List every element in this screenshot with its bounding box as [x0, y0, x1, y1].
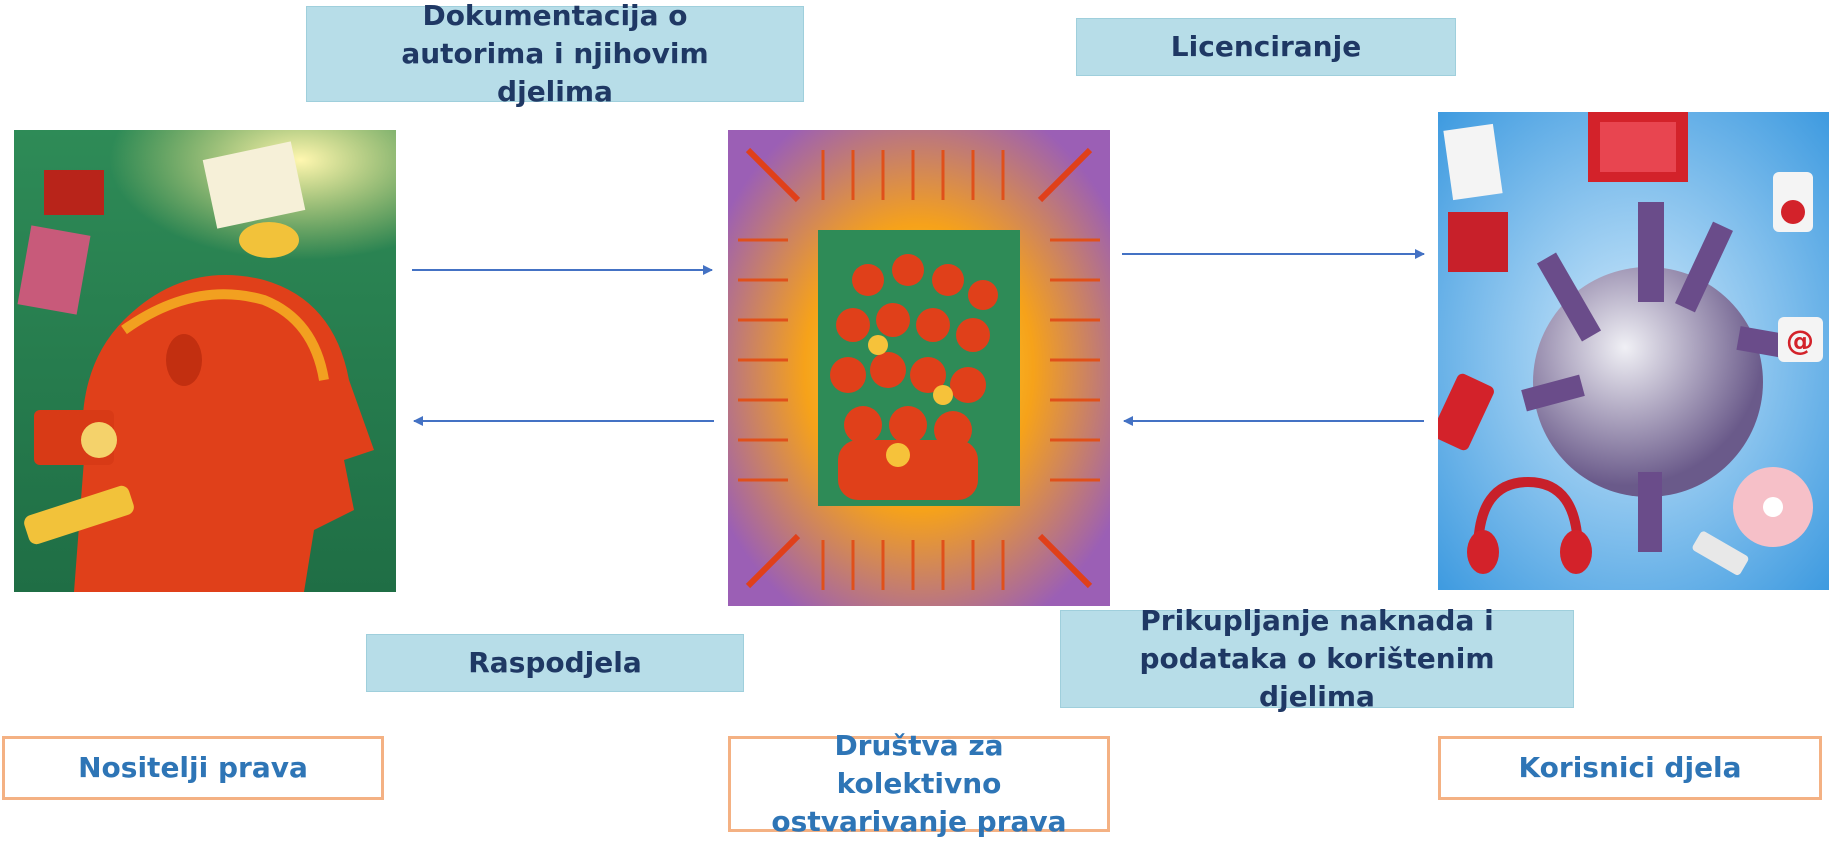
label-documentation: Dokumentacija o autorima i njihovim djel… [306, 0, 804, 108]
label-distribution-text: Raspodjela [468, 646, 642, 679]
role-users: Korisnici djela [1438, 736, 1822, 800]
role-societies: Društva za kolektivno ostvarivanje prava [728, 729, 1110, 838]
label-documentation-text: Dokumentacija o autorima i njihovim djel… [401, 0, 709, 108]
role-rights-holders: Nositelji prava [2, 736, 384, 800]
role-rights-holders-text: Nositelji prava [78, 751, 308, 784]
label-licensing: Licenciranje [1076, 18, 1456, 76]
label-distribution: Raspodjela [366, 634, 744, 692]
society-chip-crowd-icon [728, 130, 1110, 606]
role-societies-text: Društva za kolektivno ostvarivanje prava [771, 729, 1067, 838]
rights-holder-collage-icon [14, 130, 396, 592]
svg-text:@: @ [1786, 324, 1814, 357]
label-collection-text: Prikupljanje naknada i podataka o korišt… [1139, 604, 1495, 713]
role-users-text: Korisnici djela [1518, 751, 1742, 784]
users-media-globe-icon: @ [1438, 112, 1829, 590]
label-licensing-text: Licenciranje [1170, 30, 1362, 63]
label-collection: Prikupljanje naknada i podataka o korišt… [1060, 604, 1574, 713]
